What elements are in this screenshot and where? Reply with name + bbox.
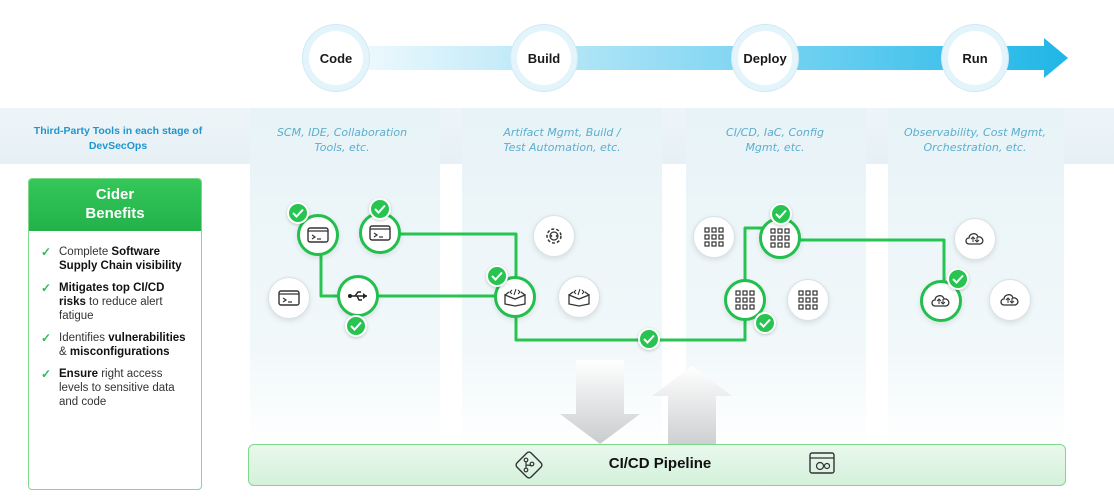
box-code-icon xyxy=(504,288,526,307)
check-icon xyxy=(486,265,508,287)
grid-icon xyxy=(770,228,790,248)
terminal-icon xyxy=(369,225,391,241)
pipeline-window-icon xyxy=(809,452,835,474)
check-icon xyxy=(947,268,969,290)
stage-node-code: Code xyxy=(303,25,369,91)
stage-node-run: Run xyxy=(942,25,1008,91)
benefit-item: ✓ Ensure right access levels to sensitiv… xyxy=(41,367,175,408)
cloud-sync-tool-3 xyxy=(989,279,1031,321)
check-icon: ✓ xyxy=(41,245,52,259)
git-branch-icon xyxy=(515,451,543,479)
box-code-icon xyxy=(568,288,590,307)
benefits-title: Cider Benefits xyxy=(29,179,201,231)
grid-tool-1 xyxy=(693,216,735,258)
terminal-tool-2 xyxy=(359,212,401,254)
cloud-sync-tool-2 xyxy=(920,280,962,322)
terminal-icon xyxy=(278,290,300,306)
gear-code-tool xyxy=(533,215,575,257)
grid-icon xyxy=(798,290,818,310)
grid-icon xyxy=(735,290,755,310)
check-icon: ✓ xyxy=(41,367,52,381)
check-icon xyxy=(754,312,776,334)
box-code-tool-2 xyxy=(558,276,600,318)
check-icon: ✓ xyxy=(41,281,52,295)
devsecops-arrow xyxy=(300,38,1068,78)
cicd-pipeline-bar xyxy=(248,444,1066,486)
cloud-sync-icon xyxy=(931,295,950,307)
third-party-tools-label: Third-Party Tools in each stage of DevSe… xyxy=(33,125,203,152)
check-icon: ✓ xyxy=(41,331,52,345)
check-icon xyxy=(345,315,367,337)
benefit-item: ✓ Identifies vulnerabilities & misconfig… xyxy=(41,331,186,358)
column-band-run xyxy=(888,108,1064,448)
stage-tools-build: Artifact Mgmt, Build /Test Automation, e… xyxy=(503,126,621,154)
check-icon xyxy=(770,203,792,225)
check-icon xyxy=(287,202,309,224)
stage-tools-run: Observability, Cost Mgmt,Orchestration, … xyxy=(904,126,1046,154)
cloud-sync-icon xyxy=(1000,294,1019,306)
flow-chevrons xyxy=(560,360,732,446)
usb-tool xyxy=(337,275,379,317)
grid-icon xyxy=(704,227,724,247)
stage-node-deploy: Deploy xyxy=(732,25,798,91)
benefit-item: ✓ Complete Software Supply Chain visibil… xyxy=(41,245,182,272)
cloud-sync-icon xyxy=(965,233,984,245)
pipeline-label: CI/CD Pipeline xyxy=(608,455,712,472)
usb-icon xyxy=(348,291,367,301)
check-icon xyxy=(369,198,391,220)
terminal-icon xyxy=(307,227,329,243)
check-icon xyxy=(638,328,660,350)
grid-tool-2 xyxy=(759,217,801,259)
gear-code-icon xyxy=(546,228,562,244)
cloud-sync-tool-1 xyxy=(954,218,996,260)
terminal-tool-3 xyxy=(268,277,310,319)
grid-tool-4 xyxy=(787,279,829,321)
stage-node-build: Build xyxy=(511,25,577,91)
benefit-item: ✓ Mitigates top CI/CD risks to reduce al… xyxy=(41,281,165,322)
cider-benefits-panel: Cider Benefits ✓ Complete Software Suppl… xyxy=(28,178,202,490)
